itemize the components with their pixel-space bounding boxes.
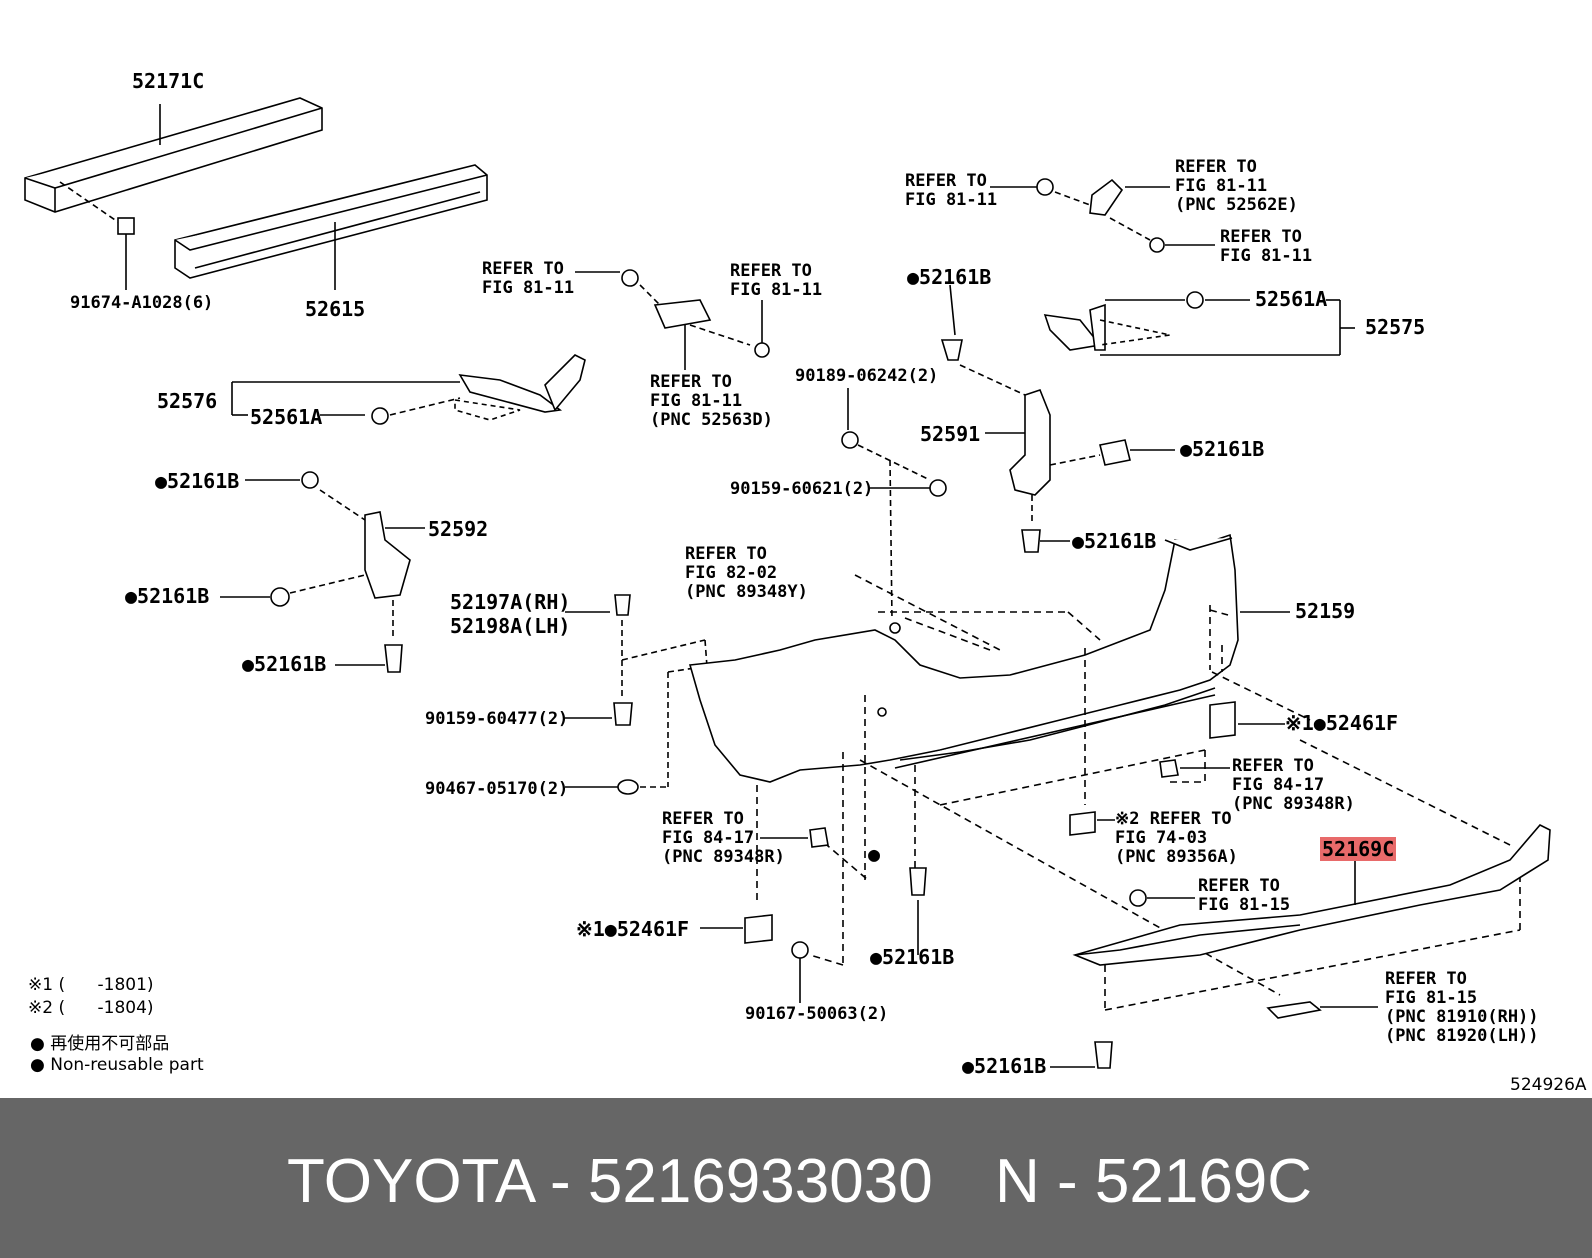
parts-diagram: 52171C 91674-A1028(6) 52615 REFER TO FIG… — [24, 69, 1587, 1095]
bolt-91674 — [59, 181, 135, 290]
reinforcement-52171c — [24, 97, 323, 213]
connection-lines — [756, 574, 1521, 1011]
label-52159: 52159 — [1295, 599, 1356, 623]
ref-label-11: REFER TO FIG 81-15 — [1198, 876, 1291, 915]
label-52461f-right: ※1●52461F — [1285, 711, 1399, 735]
ref-label-3: REFER TO FIG 81-11 — [905, 171, 998, 210]
ref-label-2: REFER TO FIG 81-11 (PNC 52562E) — [1175, 157, 1298, 215]
diagram-code: 524926A — [1510, 1075, 1587, 1095]
diagram-drawing — [24, 97, 1551, 1069]
label-90159-621: 90159-60621(2) — [730, 479, 874, 499]
label-90467: 90467-05170(2) — [425, 779, 569, 799]
label-52171c: 52171C — [132, 69, 205, 93]
label-52198a: 52198A(LH) — [450, 614, 571, 638]
label-52161b-5: ●52161B — [125, 584, 210, 608]
bracket-52592 — [220, 471, 425, 673]
ref-label-5: REFER TO FIG 81-11 — [730, 261, 823, 300]
label-52169c: 52169C — [1320, 837, 1397, 861]
legend-jp: ● 再使用不可部品 — [30, 1034, 170, 1054]
ref-label-12: REFER TO FIG 81-15 (PNC 81910(RH)) (PNC … — [1385, 969, 1539, 1046]
absorber-52615 — [174, 164, 488, 290]
fasteners-left-column — [565, 594, 709, 795]
label-52161b-2: ●52161B — [1180, 437, 1265, 461]
label-90189: 90189-06242(2) — [795, 366, 939, 386]
bracket-52576 — [231, 354, 586, 425]
label-52161b-4: ●52161B — [1072, 529, 1157, 553]
label-52161b-7: ●52161B — [870, 945, 955, 969]
highlighted-part-number: 52169C — [1320, 837, 1397, 861]
label-52161b-6: ●52161B — [242, 652, 327, 676]
label-52561a-left: 52561A — [250, 405, 323, 429]
bumper-cover-52159 — [688, 533, 1290, 783]
label-52576: 52576 — [157, 389, 218, 413]
label-52461f-left: ※1●52461F — [576, 917, 690, 941]
label-52161b-8: ●52161B — [962, 1054, 1047, 1078]
label-91674: 91674-A1028(6) — [70, 293, 214, 313]
label-52561a-right: 52561A — [1255, 287, 1328, 311]
label-52161b-1: ●52161B — [907, 265, 992, 289]
ref-label-4: REFER TO FIG 81-11 — [1220, 227, 1313, 266]
label-90159-477: 90159-60477(2) — [425, 709, 569, 729]
retainer-center — [575, 269, 770, 370]
label-52197a: 52197A(RH) — [450, 590, 571, 614]
clip-top-center — [940, 284, 1026, 396]
footer-bar: TOYOTA - 5216933030 N - 52169C — [0, 1098, 1592, 1258]
small-parts-bottom — [700, 701, 1378, 1069]
ref-label-8: REFER TO FIG 84-17 (PNC 89348R) — [662, 809, 785, 867]
ref-label-1: REFER TO FIG 81-11 — [482, 259, 575, 298]
label-90167: 90167-50063(2) — [745, 1004, 889, 1024]
ref-label-10: REFER TO FIG 84-17 (PNC 89348R) — [1232, 756, 1355, 814]
legend-note-1: ※1 ( -1801) — [28, 975, 154, 995]
legend-en: ● Non-reusable part — [30, 1055, 204, 1075]
label-52615: 52615 — [305, 297, 366, 321]
bracket-52591 — [985, 389, 1175, 553]
fasteners-center — [841, 388, 947, 621]
ref-label-7: REFER TO FIG 82-02 (PNC 89348Y) — [685, 544, 808, 602]
label-52591: 52591 — [920, 422, 981, 446]
step-pad-52169c — [1072, 824, 1551, 966]
footer-reference: N - 52169C — [995, 1147, 1313, 1216]
label-52592: 52592 — [428, 517, 489, 541]
label-52575: 52575 — [1365, 315, 1426, 339]
bracket-52575 — [1043, 291, 1355, 356]
legend-note-2: ※2 ( -1804) — [28, 998, 154, 1018]
label-52161b-3: ●52161B — [155, 469, 240, 493]
ref-label-9: ※2 REFER TO FIG 74-03 (PNC 89356A) — [1115, 809, 1238, 867]
footer-brand-part-number: TOYOTA - 5216933030 — [287, 1147, 933, 1216]
ref-label-6: REFER TO FIG 81-11 (PNC 52563D) — [650, 372, 773, 430]
label-dot-single: ● — [868, 842, 881, 866]
retainer-upper-right — [990, 178, 1215, 253]
